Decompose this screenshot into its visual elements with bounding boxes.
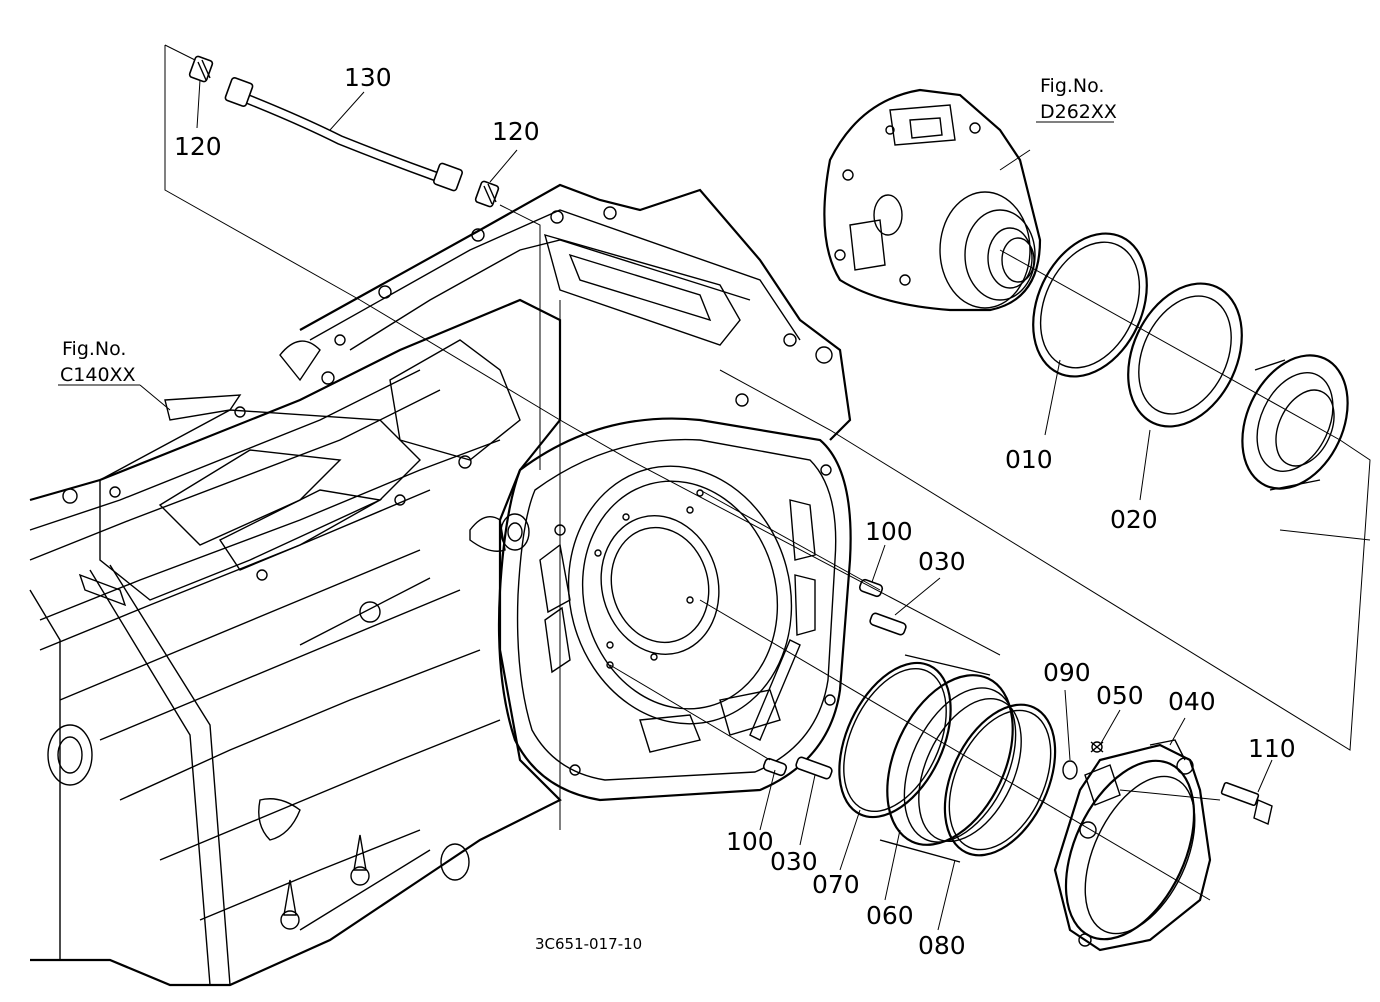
clamp-assembly: [1053, 739, 1273, 952]
part-label-020[interactable]: 020: [1110, 505, 1158, 534]
part-label-110[interactable]: 110: [1248, 734, 1296, 763]
part-label-100[interactable]: 100: [726, 827, 774, 856]
figure-reference-c140[interactable]: Fig.No. C140XX: [58, 338, 140, 386]
oil-pipe-assembly: [188, 55, 500, 208]
part-labels: 130 120 120 010 020 100 030 100 030 070 …: [174, 63, 1296, 960]
part-label-080[interactable]: 080: [918, 931, 966, 960]
leader-lines: [139, 79, 1273, 931]
drawing-code: 3C651-017-10: [535, 935, 642, 953]
part-label-030[interactable]: 030: [918, 547, 966, 576]
reference-prefix: Fig.No.: [1040, 75, 1104, 97]
front-housing: [279, 183, 852, 469]
part-label-040[interactable]: 040: [1168, 687, 1216, 716]
guide-lines: [164, 44, 1371, 901]
part-label-070[interactable]: 070: [812, 870, 860, 899]
transmission-case: [29, 298, 562, 987]
part-label-120[interactable]: 120: [174, 132, 222, 161]
flange-plate: [469, 417, 852, 802]
sleeve-and-orings: [838, 654, 1057, 863]
figure-reference-d262[interactable]: Fig.No. D262XX: [1036, 75, 1117, 123]
part-label-050[interactable]: 050: [1096, 681, 1144, 710]
part-label-120[interactable]: 120: [492, 117, 540, 146]
part-label-060[interactable]: 060: [866, 901, 914, 930]
part-label-100[interactable]: 100: [865, 517, 913, 546]
part-label-030[interactable]: 030: [770, 847, 818, 876]
seal-rings: [1032, 232, 1349, 491]
reference-prefix: Fig.No.: [62, 338, 126, 360]
rear-cover-assembly: [823, 88, 1042, 312]
reference-code: D262XX: [1040, 101, 1117, 123]
reference-code: C140XX: [60, 364, 136, 386]
part-label-090[interactable]: 090: [1043, 658, 1091, 687]
part-label-130[interactable]: 130: [344, 63, 392, 92]
part-label-010[interactable]: 010: [1005, 445, 1053, 474]
